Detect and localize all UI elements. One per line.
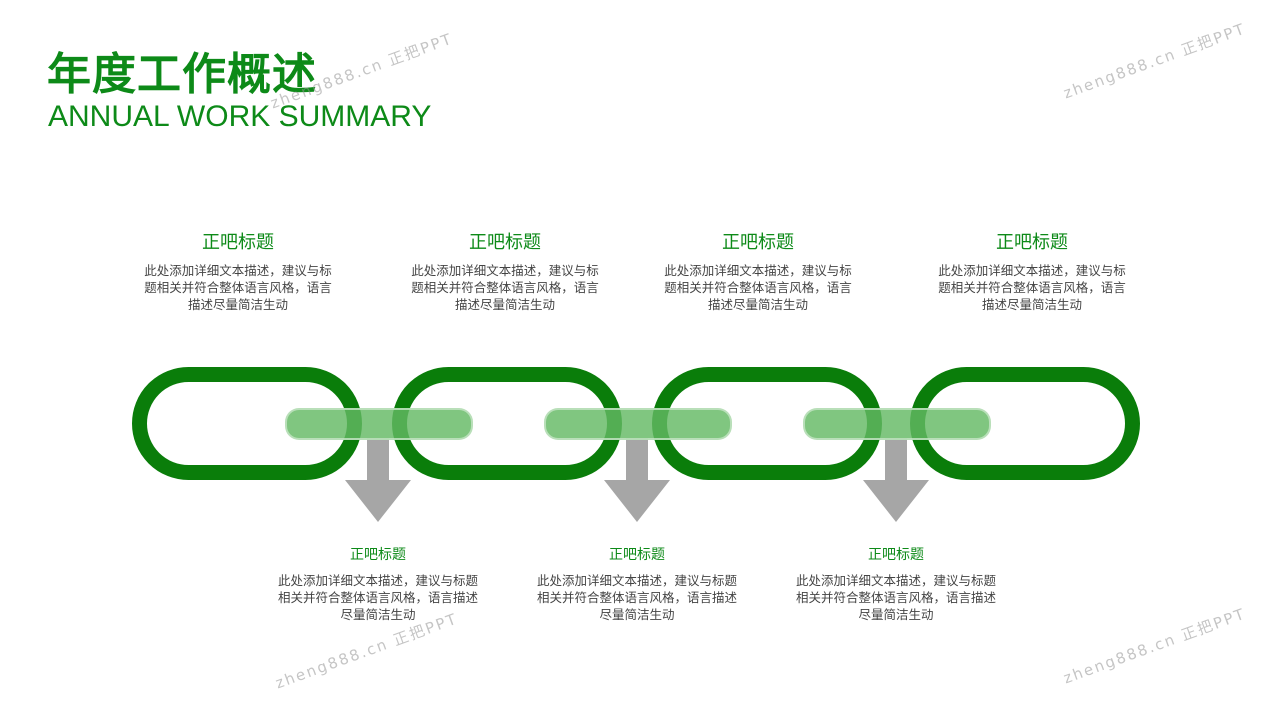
- item-title: 正吧标题: [996, 232, 1068, 253]
- item-desc: 此处添加详细文本描述，建议与标题相关并符合整体语言风格，语言描述尽量简洁生动: [278, 573, 479, 622]
- down-arrow-icon: [863, 480, 929, 522]
- item-desc: 此处添加详细文本描述，建议与标题相关并符合整体语言风格，语言描述尽量简洁生动: [938, 263, 1126, 312]
- top-item: 正吧标题此处添加详细文本描述，建议与标题相关并符合整体语言风格，语言描述尽量简洁…: [385, 228, 625, 313]
- item-title: 正吧标题: [722, 232, 794, 253]
- item-title: 正吧标题: [350, 547, 406, 563]
- connector-bar: [803, 408, 991, 440]
- bottom-item: 正吧标题此处添加详细文本描述，建议与标题相关并符合整体语言风格，语言描述尽量简洁…: [517, 544, 757, 623]
- item-desc: 此处添加详细文本描述，建议与标题相关并符合整体语言风格，语言描述尽量简洁生动: [537, 573, 738, 622]
- item-desc: 此处添加详细文本描述，建议与标题相关并符合整体语言风格，语言描述尽量简洁生动: [411, 263, 599, 312]
- top-item: 正吧标题此处添加详细文本描述，建议与标题相关并符合整体语言风格，语言描述尽量简洁…: [638, 228, 878, 313]
- down-arrow-icon: [604, 480, 670, 522]
- top-item: 正吧标题此处添加详细文本描述，建议与标题相关并符合整体语言风格，语言描述尽量简洁…: [118, 228, 358, 313]
- page-title: 年度工作概述: [47, 49, 317, 100]
- down-arrow-icon: [345, 480, 411, 522]
- item-title: 正吧标题: [202, 232, 274, 253]
- arrow-stem: [885, 438, 907, 482]
- item-title: 正吧标题: [609, 547, 665, 563]
- item-title: 正吧标题: [469, 232, 541, 253]
- item-title: 正吧标题: [868, 547, 924, 563]
- item-desc: 此处添加详细文本描述，建议与标题相关并符合整体语言风格，语言描述尽量简洁生动: [796, 573, 997, 622]
- arrow-stem: [626, 438, 648, 482]
- item-desc: 此处添加详细文本描述，建议与标题相关并符合整体语言风格，语言描述尽量简洁生动: [144, 263, 332, 312]
- arrow-stem: [367, 438, 389, 482]
- bottom-item: 正吧标题此处添加详细文本描述，建议与标题相关并符合整体语言风格，语言描述尽量简洁…: [776, 544, 1016, 623]
- bottom-item: 正吧标题此处添加详细文本描述，建议与标题相关并符合整体语言风格，语言描述尽量简洁…: [258, 544, 498, 623]
- connector-bar: [544, 408, 732, 440]
- page-subtitle: ANNUAL WORK SUMMARY: [48, 100, 432, 133]
- watermark: zheng888.cn 正把PPT: [1060, 19, 1249, 103]
- top-item: 正吧标题此处添加详细文本描述，建议与标题相关并符合整体语言风格，语言描述尽量简洁…: [912, 228, 1152, 313]
- connector-bar: [285, 408, 473, 440]
- watermark: zheng888.cn 正把PPT: [1060, 604, 1249, 688]
- item-desc: 此处添加详细文本描述，建议与标题相关并符合整体语言风格，语言描述尽量简洁生动: [664, 263, 852, 312]
